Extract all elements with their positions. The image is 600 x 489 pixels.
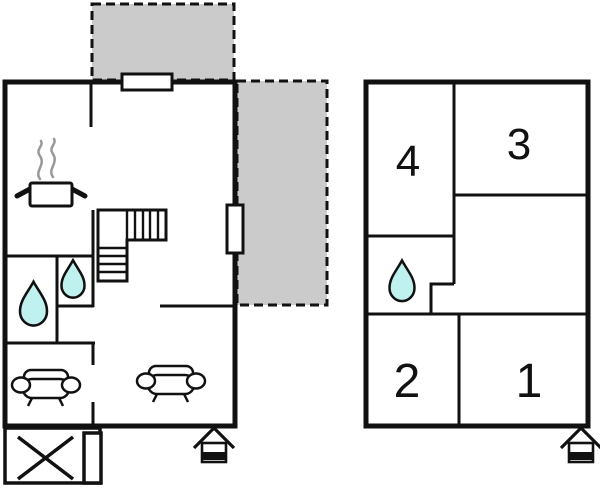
staircase — [96, 208, 168, 283]
terrace-top — [90, 2, 236, 82]
room-label-3: 3 — [507, 120, 531, 169]
room-label-1: 1 — [516, 355, 543, 408]
steam-icon — [37, 137, 56, 181]
water-drop-large-icon — [18, 279, 49, 327]
room-label-4: 4 — [396, 137, 420, 186]
window — [120, 72, 174, 92]
terrace-door — [225, 203, 245, 255]
water-drop-icon — [388, 257, 416, 303]
sofa-icon — [10, 368, 82, 407]
water-drop-small-icon — [60, 257, 86, 299]
entrance-arrow-icon — [559, 425, 600, 464]
entrance-arrow-icon — [192, 425, 236, 464]
interior-walls — [367, 83, 587, 425]
room-label-2: 2 — [394, 355, 421, 408]
cooking-pot-icon — [14, 181, 88, 208]
upper-floor-plan: 4 3 2 1 — [363, 79, 600, 464]
sofa-icon — [135, 364, 207, 403]
exterior-wall — [363, 79, 591, 429]
annex-door — [82, 431, 103, 485]
interior-walls — [3, 82, 235, 426]
ground-floor-plan — [2, 2, 329, 485]
terrace-right — [235, 79, 329, 307]
